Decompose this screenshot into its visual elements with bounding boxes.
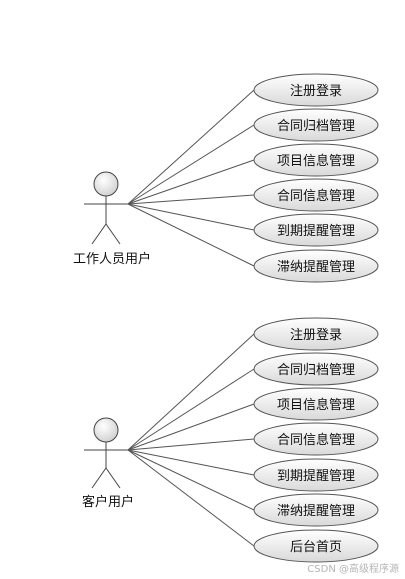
association-line	[127, 333, 255, 451]
watermark: CSDN @高级程序源	[307, 564, 399, 575]
association-line	[127, 449, 255, 511]
association-lines	[127, 333, 255, 547]
use-case: 项目信息管理	[253, 143, 379, 177]
use-case-ellipse	[253, 178, 379, 212]
use-case: 到期提醒管理	[253, 213, 379, 247]
use-case-ellipse	[253, 143, 379, 177]
actor-leg-left	[91, 467, 107, 489]
diagram-customer: 客户用户 注册登录 合同归档管理 项目信息管理 合同信息管理	[82, 317, 379, 563]
association-line	[127, 449, 255, 547]
use-case-ellipse	[253, 249, 379, 283]
association-line	[127, 89, 255, 205]
actor-leg-left	[91, 223, 107, 245]
use-case-ellipse	[253, 73, 379, 107]
use-case: 注册登录	[253, 73, 379, 107]
use-case-label: 项目信息管理	[277, 153, 355, 169]
association-line	[127, 203, 255, 267]
use-case-ellipse	[253, 422, 379, 456]
use-case-label: 滞纳提醒管理	[277, 259, 355, 275]
use-case: 合同信息管理	[253, 178, 379, 212]
use-case-label: 到期提醒管理	[277, 468, 355, 484]
use-case-label: 到期提醒管理	[277, 223, 355, 239]
use-case-label: 项目信息管理	[277, 397, 355, 413]
use-case-ellipse	[253, 213, 379, 247]
association-line	[127, 438, 255, 451]
use-case: 合同信息管理	[253, 422, 379, 456]
association-line	[127, 124, 255, 205]
actor-head	[93, 171, 119, 197]
use-case-ellipse	[253, 108, 379, 142]
association-line	[127, 368, 255, 451]
association-line	[127, 449, 255, 476]
association-line	[127, 194, 255, 205]
actor-customer: 客户用户	[82, 417, 134, 510]
association-line	[127, 159, 255, 205]
association-line	[127, 203, 255, 231]
use-case-ellipse	[253, 352, 379, 386]
use-case-label: 合同归档管理	[277, 119, 355, 134]
use-case-label: 后台首页	[290, 540, 342, 555]
use-case: 注册登录	[253, 317, 379, 351]
use-case-ellipse	[253, 387, 379, 421]
use-case-ellipse	[253, 493, 379, 527]
use-case-label: 合同信息管理	[277, 188, 355, 204]
diagram-staff: 工作人员用户 注册登录 合同归档管理 项目信息管理 合同信息管理	[73, 73, 379, 283]
use-case-label: 合同归档管理	[277, 363, 355, 378]
actor-leg-right	[105, 223, 121, 245]
use-case: 合同归档管理	[253, 352, 379, 386]
use-case: 项目信息管理	[253, 387, 379, 421]
use-case: 滞纳提醒管理	[253, 249, 379, 283]
use-case: 合同归档管理	[253, 108, 379, 142]
use-case: 到期提醒管理	[253, 458, 379, 492]
use-case: 后台首页	[253, 529, 379, 563]
association-line	[127, 403, 255, 451]
actor-leg-right	[105, 467, 121, 489]
actor-label: 工作人员用户	[73, 251, 151, 267]
use-case-ellipse	[253, 458, 379, 492]
use-case-label: 滞纳提醒管理	[277, 503, 355, 519]
use-case-label: 合同信息管理	[277, 432, 355, 448]
association-lines	[127, 89, 255, 267]
use-case: 滞纳提醒管理	[253, 493, 379, 527]
actor-head	[93, 417, 119, 443]
use-case-label: 注册登录	[290, 84, 342, 99]
use-case-ellipse	[253, 529, 379, 563]
use-case-label: 注册登录	[290, 328, 342, 343]
use-case-ellipse	[253, 317, 379, 351]
actor-staff: 工作人员用户	[73, 171, 151, 267]
actor-label: 客户用户	[82, 494, 134, 510]
